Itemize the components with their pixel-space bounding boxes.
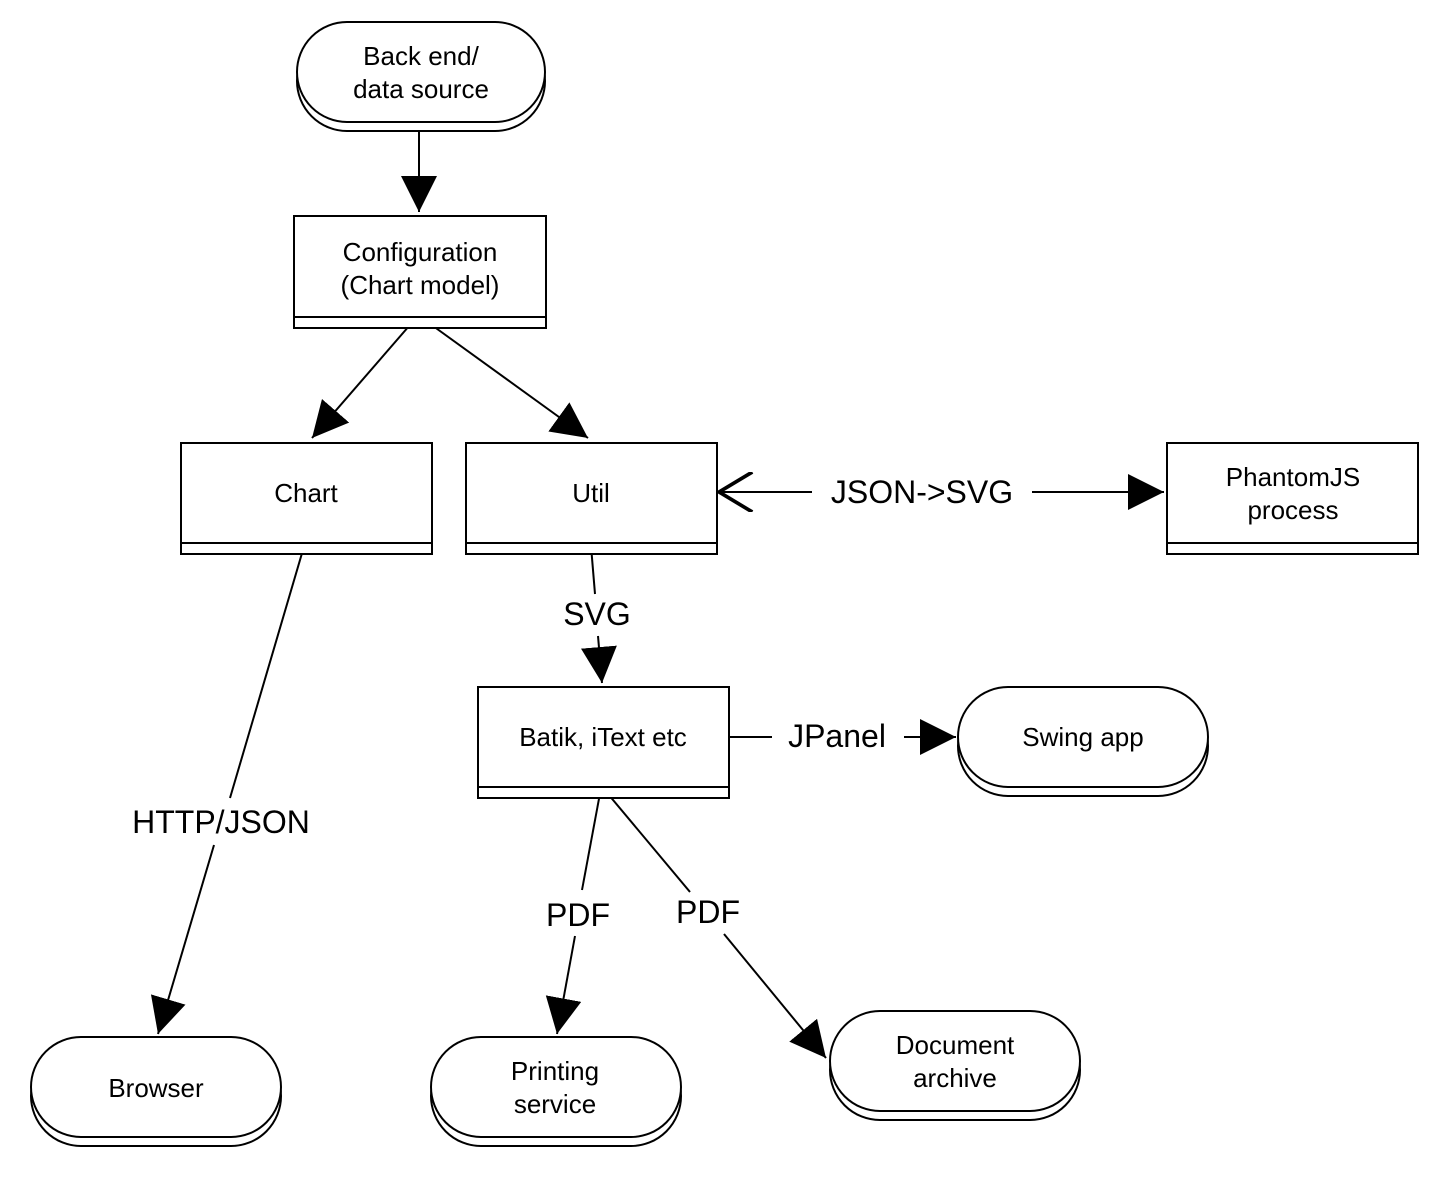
node-backend-line-2: data source [353,74,489,104]
node-phantomjs: PhantomJS process [1166,442,1419,555]
node-batik: Batik, iText etc [477,686,730,799]
node-printing-line-2: service [514,1089,596,1119]
edge-label-pdf-printing: PDF [546,897,610,933]
edge-label-svg: SVG [563,596,631,632]
edge-config-util [421,317,589,439]
node-phantomjs-line-1: PhantomJS [1226,462,1360,492]
node-chart: Chart [180,442,433,555]
node-util: Util [465,442,718,555]
node-config: Configuration (Chart model) [293,215,547,329]
node-swing: Swing app [957,686,1209,797]
node-batik-line-1: Batik, iText etc [519,722,687,752]
edge-config-chart [311,317,417,439]
edge-util-phantom: JSON->SVG [719,474,1164,510]
edge-label-pdf-archive: PDF [676,894,740,930]
node-config-line-2: (Chart model) [341,270,500,300]
edge-label-jpanel: JPanel [788,718,886,754]
node-printing: Printing service [430,1036,682,1147]
node-archive: Document archive [829,1010,1081,1121]
node-backend-line-1: Back end/ [363,41,479,71]
node-config-line-1: Configuration [343,237,498,267]
node-printing-line-1: Printing [511,1056,599,1086]
edge-chart-browser: HTTP/JSON [132,542,310,1035]
node-util-line-1: Util [572,478,610,508]
node-backend: Back end/ data source [296,21,546,132]
node-archive-line-2: archive [913,1063,997,1093]
node-browser-line-1: Browser [108,1073,204,1103]
node-swing-line-1: Swing app [1022,722,1143,752]
edge-label-http-json: HTTP/JSON [132,804,310,840]
edge-batik-swing: JPanel [730,718,956,755]
edge-batik-archive: PDF [602,787,827,1059]
node-archive-line-1: Document [896,1030,1015,1060]
edge-util-batik: SVG [563,545,631,684]
edge-label-json-svg: JSON->SVG [831,474,1013,510]
node-chart-line-1: Chart [274,478,338,508]
node-browser: Browser [30,1036,282,1147]
node-phantomjs-line-2: process [1247,495,1338,525]
edge-batik-printing: PDF [545,787,610,1035]
